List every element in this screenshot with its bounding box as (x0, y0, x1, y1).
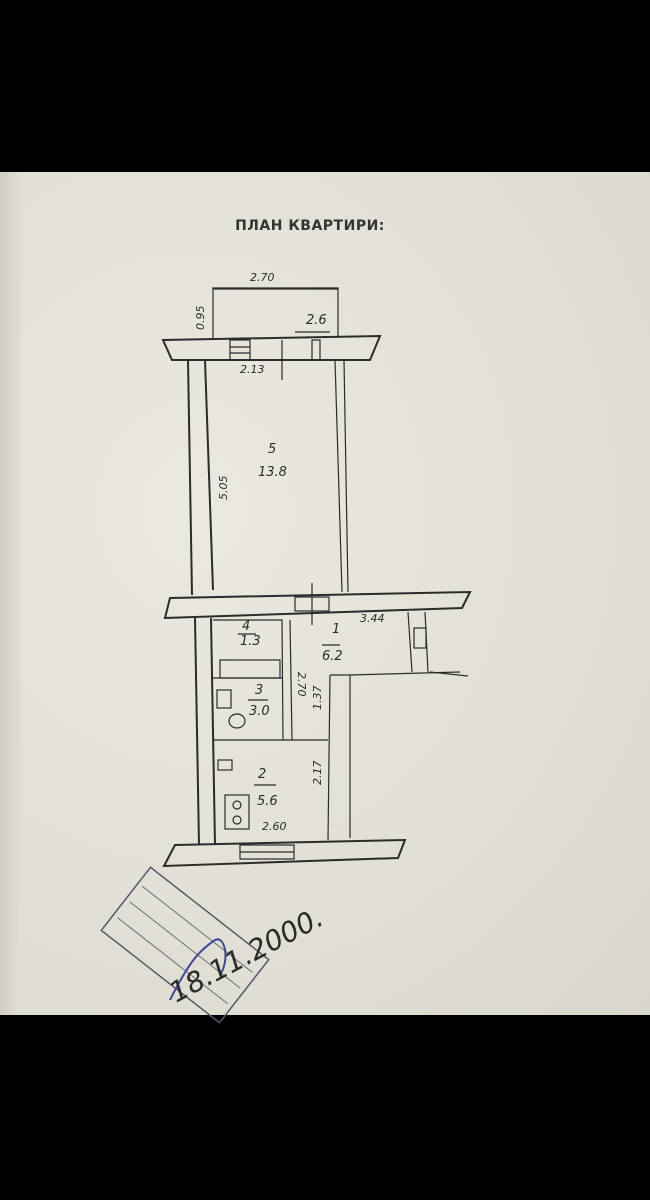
dim-kitchen-length: 2.17 (311, 761, 324, 786)
dim-room5-width: 2.13 (240, 363, 265, 376)
signature: 18.11.2000. (164, 901, 329, 1010)
svg-text:1: 1 (332, 622, 340, 637)
wall-middle (163, 583, 472, 625)
dim-balcony-depth: 0.95 (194, 306, 207, 331)
svg-text:13.8: 13.8 (258, 465, 287, 480)
balcony (212, 287, 339, 338)
bath-fixtures (216, 659, 281, 771)
room-3-label: 3 3.0 (248, 683, 270, 719)
room-1-label: 1 6.2 (322, 622, 343, 664)
dim-hall-width: 3.44 (360, 612, 385, 625)
svg-text:18.11.2000.: 18.11.2000. (164, 901, 329, 1010)
outer-wall-top (161, 334, 382, 361)
outer-wall-left-room5 (187, 359, 214, 596)
svg-text:6.2: 6.2 (322, 649, 343, 664)
wall-right-room5 (334, 359, 349, 593)
room-2-label: 2 5.6 (254, 767, 278, 809)
svg-text:3.0: 3.0 (249, 704, 270, 719)
sheet-edge (0, 172, 22, 1015)
balcony-area: 2.6 (306, 313, 327, 328)
svg-text:4: 4 (242, 619, 250, 634)
svg-text:3: 3 (255, 683, 263, 698)
room-4-label: 4 1.3 (238, 619, 261, 649)
outer-wall-bottom (162, 838, 407, 868)
stove-icon (224, 794, 250, 830)
dim-corridor-width: 2.70 (295, 672, 308, 697)
svg-text:5: 5 (268, 442, 276, 457)
svg-text:5.6: 5.6 (257, 794, 278, 809)
dim-room5-length: 5.05 (217, 476, 230, 501)
plan-sheet (0, 172, 650, 1015)
svg-text:1.3: 1.3 (240, 634, 261, 649)
dim-bath-width: 1.37 (311, 686, 324, 711)
dim-balcony-width: 2.70 (250, 271, 275, 284)
dim-kitchen-width: 2.60 (262, 820, 287, 833)
page-title: ПЛАН КВАРТИРИ: (235, 218, 385, 234)
room-5-label: 5 13.8 (258, 442, 287, 480)
svg-text:2: 2 (258, 767, 266, 782)
